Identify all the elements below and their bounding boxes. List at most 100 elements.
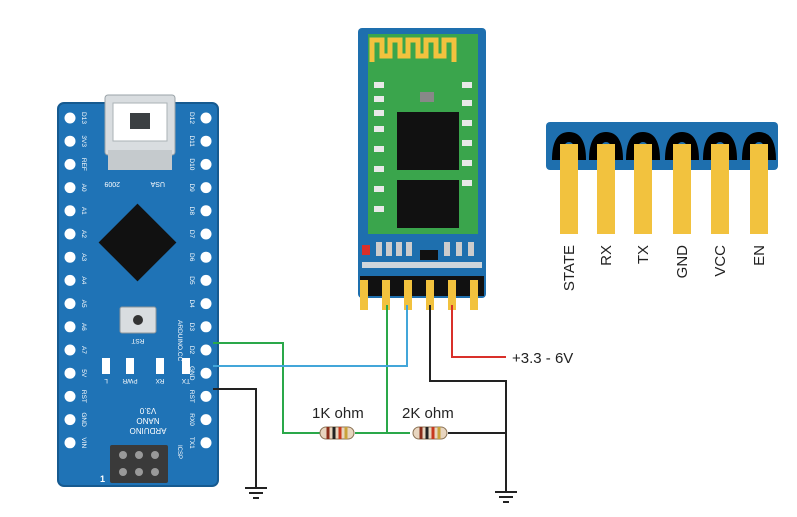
led [126, 358, 134, 374]
pin-label: TX1 [188, 437, 195, 449]
module-pin [382, 280, 390, 310]
pin-label: RST [80, 390, 87, 403]
pin-label: GND [80, 412, 87, 427]
pin-label: D4 [188, 299, 195, 308]
pin-label: A5 [80, 300, 87, 308]
led [156, 358, 164, 374]
pinout-label: RX [598, 245, 615, 266]
resistor-band [338, 427, 342, 439]
pin-label: GND [188, 366, 195, 381]
pin-hole [200, 321, 212, 333]
pin-hole [64, 205, 76, 217]
usb-country-label: USA [150, 180, 165, 187]
pin-label: REF [80, 158, 87, 171]
wires [213, 305, 507, 492]
header-pin-bend [742, 131, 776, 161]
led-label: PWR [122, 377, 137, 384]
pin-hole [200, 274, 212, 286]
wire-black-arduino-gnd [213, 388, 257, 488]
pin-hole [200, 228, 212, 240]
resistor-band [326, 427, 330, 439]
pin-hole [64, 274, 76, 286]
pin-label: D12 [188, 112, 195, 124]
pin-hole [200, 298, 212, 310]
pin-hole [64, 390, 76, 402]
module-pin [404, 280, 412, 310]
pin-label: VIN [80, 437, 87, 448]
led-label: L [104, 377, 108, 384]
pin-hole [64, 321, 76, 333]
icsp-label: ICSP [176, 445, 182, 459]
pin-hole [64, 135, 76, 147]
ground-symbol-icon [495, 491, 517, 503]
led [102, 358, 110, 374]
pin-label: A7 [80, 346, 87, 354]
pin-label: D8 [188, 207, 195, 216]
resistor-band [332, 427, 336, 439]
resistor-band [344, 427, 348, 439]
pinout-label: EN [751, 245, 768, 266]
ground-symbol-icon [245, 487, 267, 499]
pin-label: D5 [188, 276, 195, 285]
pin-label: A1 [80, 207, 87, 215]
pin-label: A4 [80, 276, 87, 284]
pin-hole [64, 251, 76, 263]
board-name-line2: NANO [136, 416, 159, 425]
pin-label: D7 [188, 230, 195, 239]
usb-year-label: 2009 [104, 180, 120, 187]
resistor-body [412, 426, 448, 440]
header-pin-bend [626, 131, 660, 161]
module-pin [360, 280, 368, 310]
led-label: TX [181, 377, 190, 384]
pin-hole [200, 182, 212, 194]
pin-label: D3 [188, 323, 195, 332]
wire-green-tx [213, 342, 320, 434]
pin-label: D11 [188, 135, 195, 147]
icsp-pin1-label: 1 [100, 474, 105, 484]
header-pin [560, 144, 578, 234]
module-pin [470, 280, 478, 310]
module-crystal [420, 92, 434, 102]
pin-label: D2 [188, 346, 195, 355]
module-pins [360, 280, 478, 310]
pin-hole [200, 158, 212, 170]
header-pin [673, 144, 691, 234]
wire-blue [213, 305, 408, 367]
module-chip-bottom [397, 180, 459, 228]
pin-label: D13 [80, 112, 87, 124]
wire-red [451, 305, 506, 358]
resistor-band [431, 427, 435, 439]
resistor-2k [412, 426, 448, 440]
vendor-label: ARDUINO.CC [176, 320, 183, 361]
header-pin-bend [665, 131, 699, 161]
board-name-line1: ARDUINO [130, 426, 167, 435]
pin-label: D10 [188, 158, 195, 170]
module-pin [448, 280, 456, 310]
pin-label: RST [188, 390, 195, 403]
pin-hole [200, 135, 212, 147]
pin-hole [64, 298, 76, 310]
board-name-line3: V3.0 [139, 406, 156, 415]
antenna-icon [369, 37, 457, 62]
resistor-band [437, 427, 441, 439]
pin-hole [64, 228, 76, 240]
resistor-body [319, 426, 355, 440]
pin-label: RX0 [188, 413, 195, 426]
module-pin [426, 280, 434, 310]
pin-hole [200, 367, 212, 379]
pin-hole [200, 437, 212, 449]
pin-hole [64, 112, 76, 124]
pinout-label: GND [674, 245, 691, 279]
bluetooth-module [358, 28, 486, 310]
pinout-label: VCC [712, 245, 729, 277]
pin-hole [200, 205, 212, 217]
reset-button [119, 306, 157, 334]
header-pin-bend [552, 131, 586, 161]
usb-connector-icon [104, 94, 176, 170]
pin-label: 5V [80, 369, 87, 378]
pin-label: D9 [188, 183, 195, 192]
